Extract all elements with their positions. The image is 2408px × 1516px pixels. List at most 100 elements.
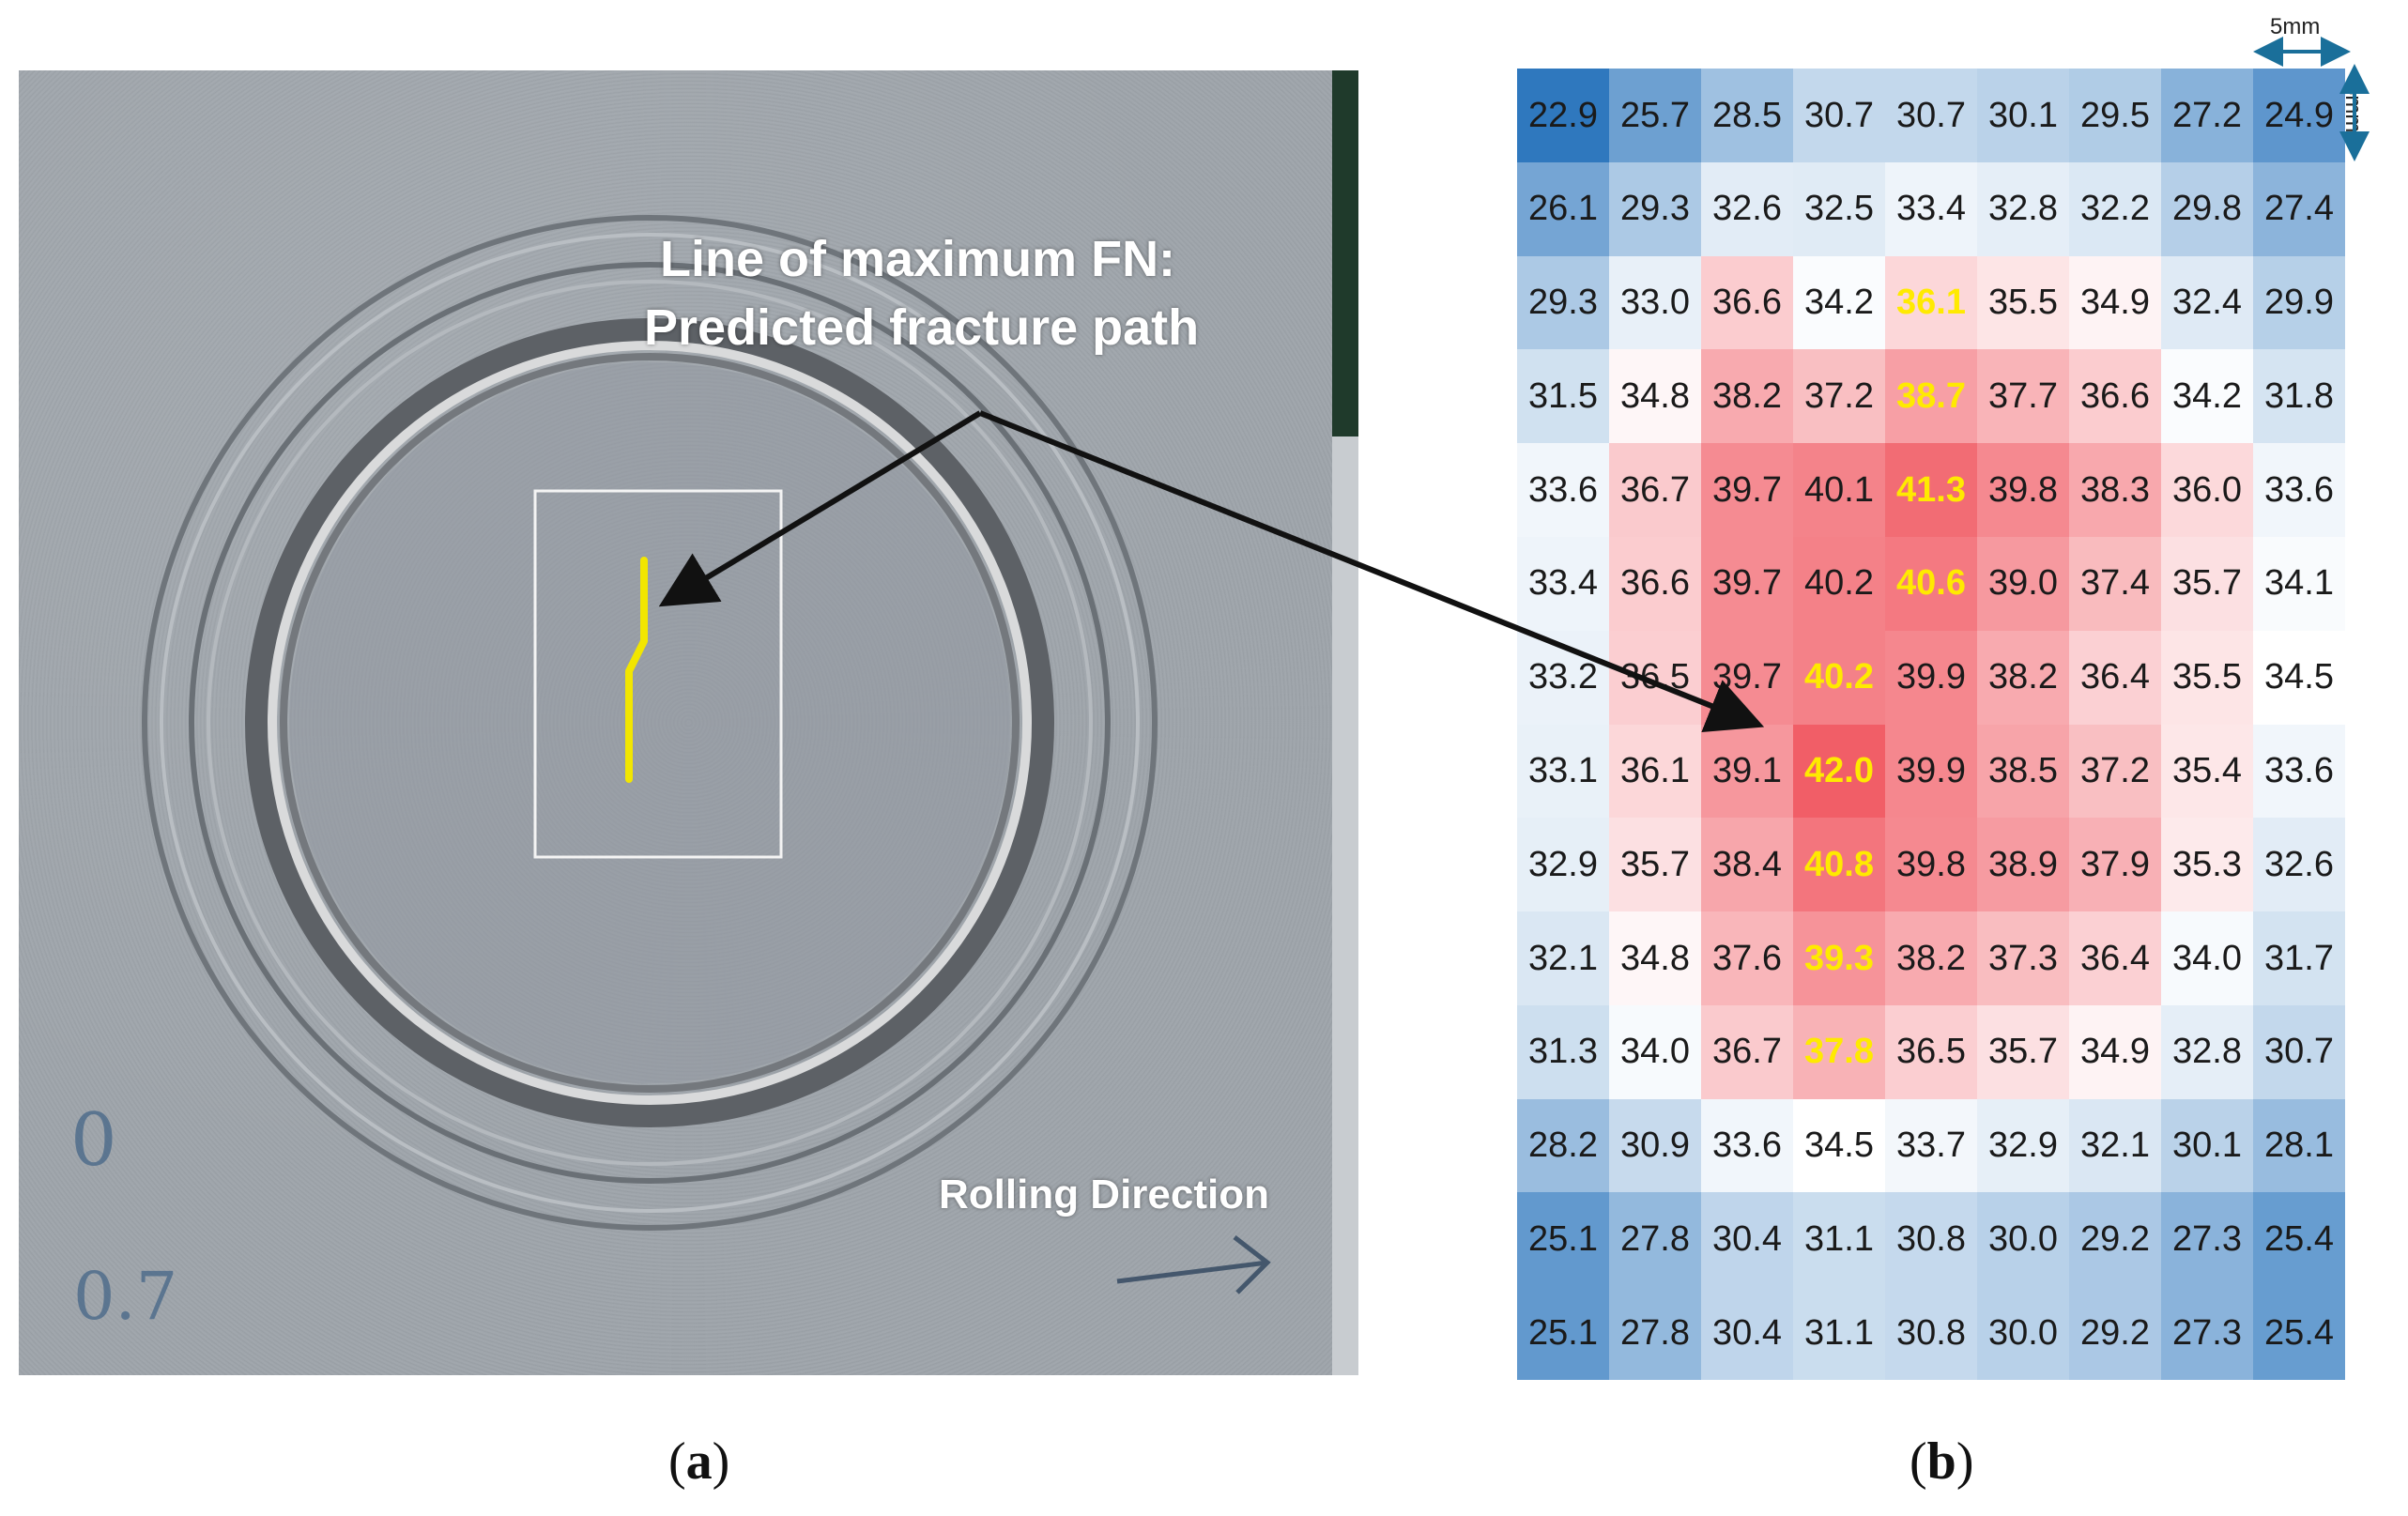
- heatmap-cell: 31.5: [1517, 349, 1609, 444]
- heatmap-cell: 30.4: [1701, 1286, 1793, 1381]
- heatmap-cell: 28.5: [1701, 69, 1793, 162]
- heatmap-cell: 30.4: [1701, 1192, 1793, 1287]
- heatmap-cell: 33.4: [1885, 161, 1977, 256]
- heatmap-cell: 37.6: [1701, 911, 1793, 1006]
- heatmap-cell: 39.7: [1701, 630, 1793, 725]
- heatmap-cell: 37.4: [2069, 536, 2161, 631]
- heatmap-cell: 25.4: [2253, 1192, 2345, 1287]
- heatmap-cell: 39.3: [1793, 911, 1885, 1006]
- heatmap-cell: 35.5: [2161, 630, 2253, 725]
- heatmap-cell: 25.4: [2253, 1286, 2345, 1381]
- heatmap-cell: 33.6: [1701, 1098, 1793, 1193]
- heatmap-cell: 37.3: [1977, 911, 2069, 1006]
- heatmap-cell: 40.8: [1793, 818, 1885, 912]
- heatmap-cell: 27.2: [2161, 69, 2253, 162]
- heatmap-cell: 34.5: [2253, 630, 2345, 725]
- heatmap-cell: 37.2: [2069, 724, 2161, 819]
- heatmap-cell: 32.9: [1517, 818, 1609, 912]
- heatmap-cell: 27.3: [2161, 1286, 2253, 1381]
- roi-rectangle: [533, 489, 783, 859]
- heatmap-cell: 22.9: [1517, 69, 1609, 162]
- panel-letter-b: b: [1926, 1432, 1956, 1491]
- heatmap-cell: 31.8: [2253, 349, 2345, 444]
- heatmap-cell: 36.6: [2069, 349, 2161, 444]
- heatmap-cell: 32.8: [1977, 161, 2069, 256]
- heatmap-cell: 40.2: [1793, 536, 1885, 631]
- heatmap-cell: 31.3: [1517, 1004, 1609, 1099]
- heatmap-cell: 32.6: [2253, 818, 2345, 912]
- heatmap-cell: 34.2: [1793, 255, 1885, 350]
- heatmap-cell: 30.7: [1793, 69, 1885, 162]
- heatmap-cell: 39.8: [1977, 443, 2069, 538]
- heatmap-cell: 36.5: [1885, 1004, 1977, 1099]
- heatmap-cell: 31.1: [1793, 1286, 1885, 1381]
- heatmap-cell: 38.4: [1701, 818, 1793, 912]
- heatmap-cell: 35.7: [1609, 818, 1701, 912]
- heatmap-cell: 29.2: [2069, 1286, 2161, 1381]
- annotation-line-2: Predicted fracture path: [644, 299, 1200, 356]
- heatmap-cell: 33.6: [2253, 724, 2345, 819]
- heatmap-cell: 29.3: [1609, 161, 1701, 256]
- heatmap-cell: 36.1: [1885, 255, 1977, 350]
- heatmap-cell: 36.7: [1701, 1004, 1793, 1099]
- heatmap-cell: 32.5: [1793, 161, 1885, 256]
- heatmap-cell: 30.9: [1609, 1098, 1701, 1193]
- heatmap-cell: 38.5: [1977, 724, 2069, 819]
- heatmap-cell: 31.1: [1793, 1192, 1885, 1287]
- heatmap-cell: 33.4: [1517, 536, 1609, 631]
- heatmap-cell: 39.1: [1701, 724, 1793, 819]
- heatmap-cell: 40.6: [1885, 536, 1977, 631]
- heatmap-cell: 30.7: [2253, 1004, 2345, 1099]
- heatmap-cell: 32.1: [1517, 911, 1609, 1006]
- heatmap-cell: 33.7: [1885, 1098, 1977, 1193]
- heatmap-cell: 33.0: [1609, 255, 1701, 350]
- heatmap-cell: 32.6: [1701, 161, 1793, 256]
- heatmap-cell: 42.0: [1793, 724, 1885, 819]
- heatmap-cell: 27.8: [1609, 1192, 1701, 1287]
- heatmap-cell: 29.2: [2069, 1192, 2161, 1287]
- heatmap-cell: 34.8: [1609, 911, 1701, 1006]
- scale-horizontal-label: 5mm: [2270, 14, 2321, 39]
- heatmap-cell: 35.7: [2161, 536, 2253, 631]
- heatmap-cell: 35.5: [1977, 255, 2069, 350]
- heatmap-cell: 30.0: [1977, 1192, 2069, 1287]
- heatmap-cell: 27.8: [1609, 1286, 1701, 1381]
- heatmap-cell: 34.2: [2161, 349, 2253, 444]
- heatmap-cell: 24.9: [2253, 69, 2345, 162]
- rolling-direction-arrow: [1116, 1235, 1271, 1294]
- heatmap-cell: 34.0: [1609, 1004, 1701, 1099]
- heatmap-cell: 31.7: [2253, 911, 2345, 1006]
- heatmap-cell: 27.3: [2161, 1192, 2253, 1287]
- heatmap-cell: 34.0: [2161, 911, 2253, 1006]
- heatmap-cell: 32.2: [2069, 161, 2161, 256]
- heatmap-cell: 36.5: [1609, 630, 1701, 725]
- handwritten-mark-2: 0.7: [73, 1258, 178, 1335]
- heatmap-cell: 32.8: [2161, 1004, 2253, 1099]
- heatmap-cell: 33.2: [1517, 630, 1609, 725]
- heatmap-cell: 28.2: [1517, 1098, 1609, 1193]
- heatmap-cell: 38.2: [1885, 911, 1977, 1006]
- heatmap-cell: 29.8: [2161, 161, 2253, 256]
- heatmap-cell: 34.8: [1609, 349, 1701, 444]
- heatmap-cell: 39.8: [1885, 818, 1977, 912]
- heatmap-cell: 26.1: [1517, 161, 1609, 256]
- heatmap-cell: 29.9: [2253, 255, 2345, 350]
- heatmap-cell: 38.9: [1977, 818, 2069, 912]
- heatmap-cell: 34.9: [2069, 255, 2161, 350]
- heatmap-cell: 33.6: [2253, 443, 2345, 538]
- heatmap-cell: 35.3: [2161, 818, 2253, 912]
- heatmap-cell: 36.6: [1701, 255, 1793, 350]
- heatmap-cell: 37.2: [1793, 349, 1885, 444]
- dome-surface: [289, 362, 1010, 1083]
- panel-label-b: (b): [1910, 1432, 1974, 1491]
- heatmap-cell: 36.0: [2161, 443, 2253, 538]
- heatmap-cell: 36.1: [1609, 724, 1701, 819]
- heatmap-cell: 34.1: [2253, 536, 2345, 631]
- heatmap-cell: 33.1: [1517, 724, 1609, 819]
- heatmap-cell: 32.4: [2161, 255, 2253, 350]
- heatmap-cell: 29.3: [1517, 255, 1609, 350]
- heatmap-cell: 38.7: [1885, 349, 1977, 444]
- annotation-line-1: Line of maximum FN:: [660, 231, 1176, 287]
- heatmap-cell: 38.3: [2069, 443, 2161, 538]
- heatmap-cell: 29.5: [2069, 69, 2161, 162]
